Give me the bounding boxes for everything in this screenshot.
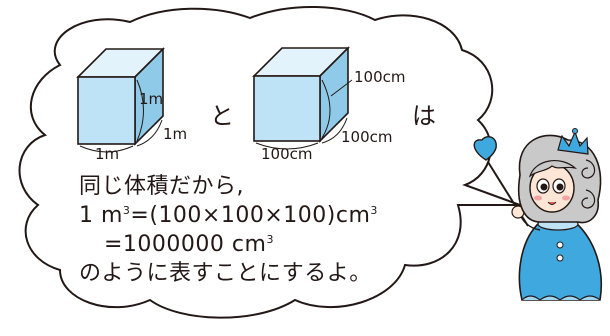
cheek-blush xyxy=(562,195,570,201)
equation-rhs: =(100×100×100)cm xyxy=(130,203,371,228)
explanation-line-1: 同じ体積だから, xyxy=(79,174,244,199)
cube-100cm xyxy=(252,46,353,150)
cube-1m-height-label: 1m xyxy=(139,90,164,108)
crown-jewel xyxy=(572,128,578,134)
explanation-line-2: 1 m3=(100×100×100)cm3 xyxy=(79,205,378,227)
cube-superscript: 3 xyxy=(266,233,274,246)
particle-wa: は xyxy=(412,102,436,130)
dress-hem xyxy=(521,295,601,301)
cube-100cm-height-leader xyxy=(330,79,353,97)
cube-100cm-depth-arc xyxy=(321,117,348,144)
hair-bangs xyxy=(528,160,578,178)
cube-1m-width-arc xyxy=(79,145,134,153)
character-princess xyxy=(473,128,603,301)
hair-curl xyxy=(581,159,596,179)
connector-to: と xyxy=(210,102,234,130)
cube-100cm-width-arc xyxy=(255,142,319,150)
cube-1m-height-arc xyxy=(136,79,144,142)
cube-1m-front xyxy=(77,76,136,145)
cube-1m-width-label: 1m xyxy=(95,145,120,163)
eye-pupil xyxy=(540,183,548,191)
cube-100cm-height-arc xyxy=(321,79,331,139)
cube-100cm-width-label: 100cm xyxy=(261,145,313,163)
cube-100cm-height-label: 100cm xyxy=(354,68,406,86)
equation-result: =1000000 cm xyxy=(104,232,267,257)
wand-heart-icon xyxy=(473,136,497,161)
character-mouth xyxy=(547,201,557,205)
equation-lhs: 1 m xyxy=(79,203,123,228)
cube-1m xyxy=(76,47,165,153)
cube-1m-depth-label: 1m xyxy=(163,125,188,143)
cube-1m-depth-arc xyxy=(136,119,163,147)
cube-superscript: 3 xyxy=(122,204,131,217)
crown-icon xyxy=(557,130,589,155)
hair-curl xyxy=(581,189,596,209)
dress-button xyxy=(556,254,564,262)
cube-superscript: 3 xyxy=(370,204,378,217)
cube-100cm-front xyxy=(253,75,321,142)
explanation-line-3: =1000000 cm3 xyxy=(104,234,274,256)
cheek-blush xyxy=(534,195,542,201)
cube-100cm-depth-label: 100cm xyxy=(341,128,393,146)
eye-pupil xyxy=(556,183,564,191)
explanation-line-4: のように表すことにするよ。 xyxy=(79,261,372,286)
dress-button xyxy=(556,241,564,249)
